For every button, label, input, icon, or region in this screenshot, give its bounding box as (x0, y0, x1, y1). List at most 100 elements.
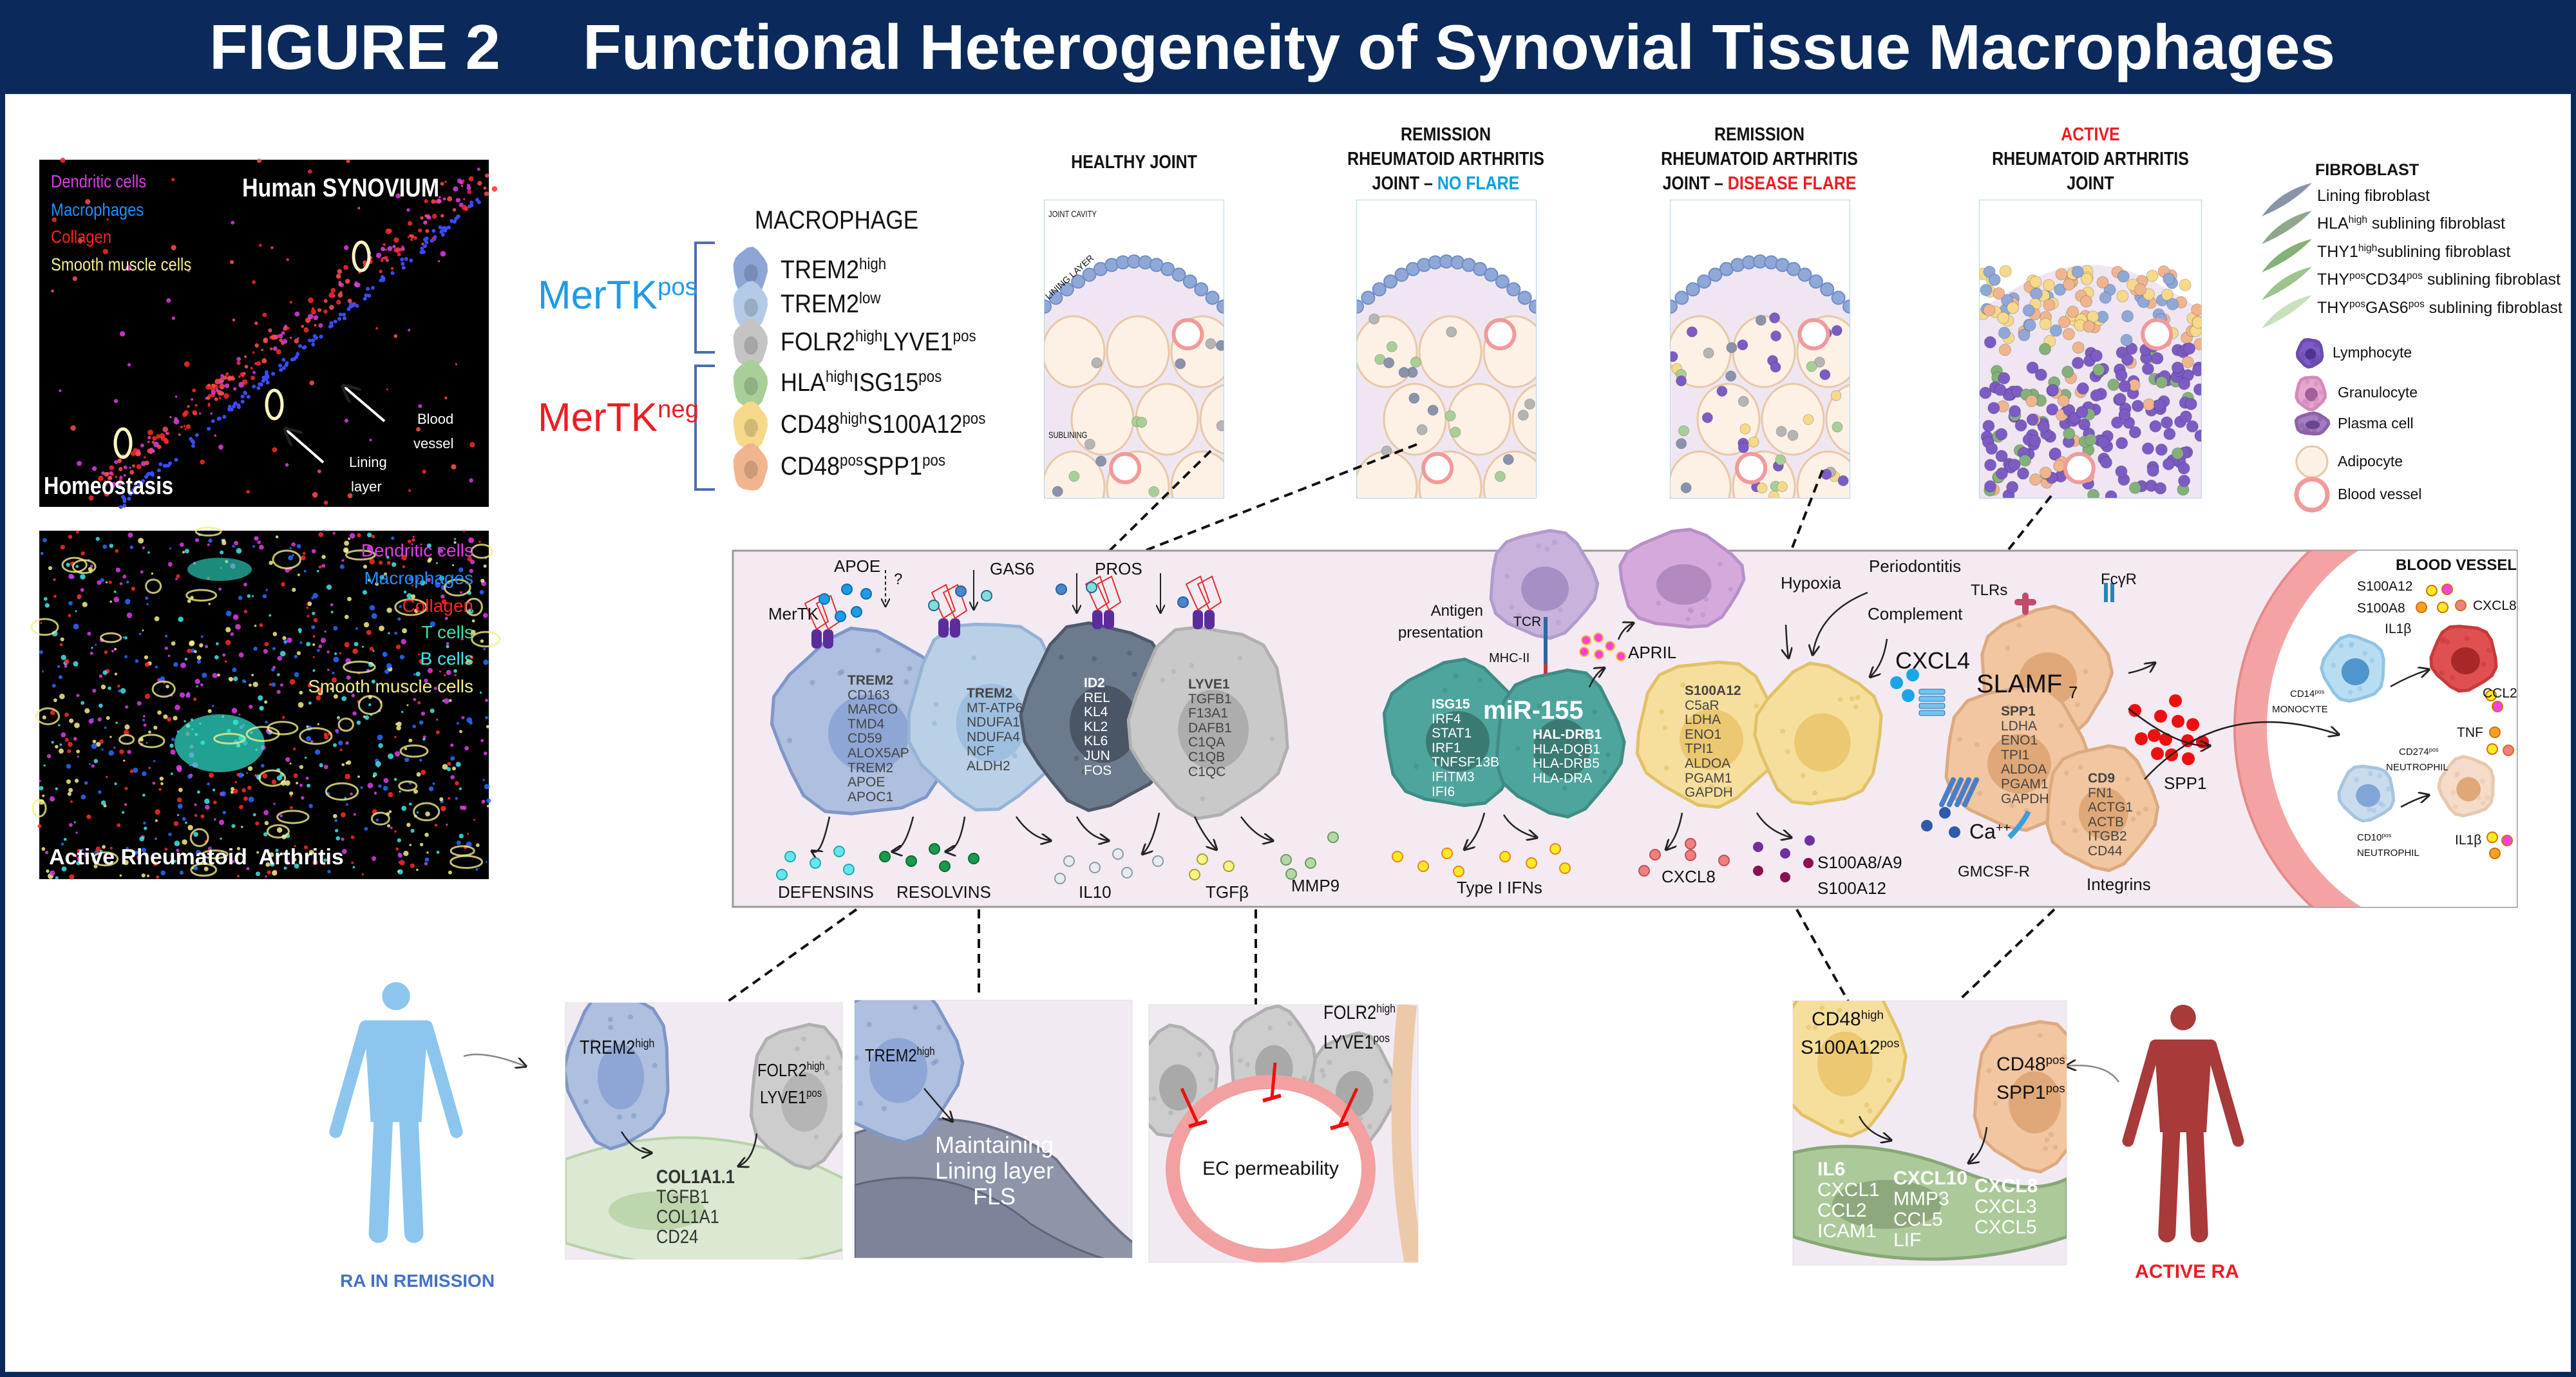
fluorescence-dot (453, 541, 457, 544)
gene-label: C1QA (1188, 735, 1226, 750)
fluorescence-dot (208, 394, 212, 398)
fluorescence-dot (419, 580, 426, 586)
tissue-cell (1739, 423, 1751, 435)
fluorescence-dot (179, 542, 184, 547)
fluorescence-dot (448, 797, 451, 800)
label-part: THY (2317, 271, 2349, 289)
fluorescence-dot (406, 822, 411, 827)
fluorescence-dot (183, 424, 186, 428)
lining-signal (424, 240, 429, 245)
monocyte-label: MONOCYTE (2272, 704, 2328, 715)
antigen-label: presentation (1397, 624, 1483, 641)
cell-nucleus (1178, 689, 1249, 770)
fluorescence-dot (176, 848, 180, 852)
fluorescence-dot (63, 837, 67, 841)
gene-label: TREM2 (848, 673, 894, 688)
fluorescence-dot (304, 756, 307, 759)
fluorescence-dot (318, 532, 324, 537)
vessel-signal (470, 544, 493, 559)
fluorescence-dot (294, 863, 299, 869)
cell-granule (969, 763, 974, 769)
fluorescence-dot (285, 757, 290, 763)
fluorescence-dot (397, 870, 400, 873)
fluorescence-dot (53, 698, 57, 703)
image-caption: Active Rheumatoid Arthritis (49, 845, 344, 869)
lining-signal (442, 225, 447, 230)
fluorescence-dot (460, 185, 464, 187)
fluorescence-dot (352, 711, 357, 716)
cell-granule (2049, 1132, 2054, 1137)
cell-nucleus (1521, 566, 1569, 611)
fluorescence-dot (269, 683, 272, 687)
fluorescence-dot (142, 718, 146, 722)
tissue-cell (1980, 283, 1993, 296)
fluorescence-dot (420, 216, 424, 220)
fluorescence-dot (407, 221, 413, 226)
fluorescence-dot (377, 734, 383, 741)
cell-granule (2317, 414, 2323, 420)
tissue-cell (1381, 445, 1392, 457)
fluorescence-dot (43, 597, 48, 601)
joint-cavity-label: JOINT CAVITY (1048, 209, 1097, 219)
cell-granule (2479, 778, 2485, 784)
tissue-cell (2178, 475, 2191, 488)
cell-granule (1168, 1110, 1173, 1116)
fluorescence-dot (155, 819, 158, 822)
fluorescence-dot (435, 562, 438, 564)
fluorescence-dot (294, 654, 298, 659)
lining-signal (390, 271, 395, 276)
il10-arrow (1143, 812, 1160, 853)
cxcl4-label: CXCL4 (1895, 647, 1971, 674)
fluorescence-dot (74, 722, 80, 728)
lining-signal (371, 285, 375, 290)
lining-signal (222, 415, 227, 419)
inhibition-line (1180, 1087, 1200, 1125)
ligand-label: GAS6 (990, 559, 1035, 578)
fluorescence-dot (383, 786, 388, 791)
fluorescence-dot (435, 582, 441, 588)
cell-legend-label: Adipocyte (2338, 453, 2403, 470)
cell-granule (755, 314, 761, 320)
label-part: FOLR2 (781, 328, 856, 356)
cell-granule (744, 363, 750, 369)
fluorescence-dot (118, 467, 123, 471)
fluorescence-dot (431, 199, 436, 204)
fluorescence-dot (299, 764, 303, 770)
tissue-cell (2193, 337, 2201, 350)
fluorescence-dot (356, 720, 361, 725)
fluorescence-dot (361, 645, 365, 648)
fluorescence-dot (142, 546, 146, 549)
fluorescence-dot (91, 466, 97, 471)
lining-signal (346, 307, 351, 311)
blood-vessel (2141, 318, 2174, 350)
fluorescence-dot (175, 704, 180, 710)
tissue-cell (1738, 442, 1749, 453)
cell-granule (1956, 737, 1962, 743)
fluorescence-dot (242, 379, 248, 385)
fluorescence-dot (75, 610, 77, 613)
cell-granule (757, 342, 763, 348)
fluorescence-dot (366, 630, 372, 635)
adipocyte (1761, 383, 1825, 456)
tissue-cell (2155, 376, 2168, 389)
ifn-dot (1549, 843, 1561, 855)
cell-granule (1477, 677, 1482, 683)
fluorescence-dot (219, 383, 225, 390)
cell-nucleus (2079, 787, 2128, 839)
fluorescence-dot (337, 292, 343, 298)
lining-signal (211, 419, 215, 423)
fluorescence-dot (144, 826, 147, 830)
fluorescence-dot (363, 260, 367, 265)
fluorescence-dot (285, 859, 290, 863)
fluorescence-dot (256, 851, 260, 854)
label-part: CD48 (1996, 1054, 2046, 1075)
tissue-cell (1756, 482, 1768, 494)
fluorescence-dot (327, 669, 330, 671)
cell-granule (933, 1059, 939, 1065)
tissue-cell (1494, 471, 1506, 482)
cell-nucleus (1656, 564, 1712, 605)
lining-signal (419, 250, 424, 254)
fluorescence-dot (264, 821, 269, 826)
joint-contents (1980, 200, 2201, 498)
tissue-cell (1770, 330, 1782, 342)
